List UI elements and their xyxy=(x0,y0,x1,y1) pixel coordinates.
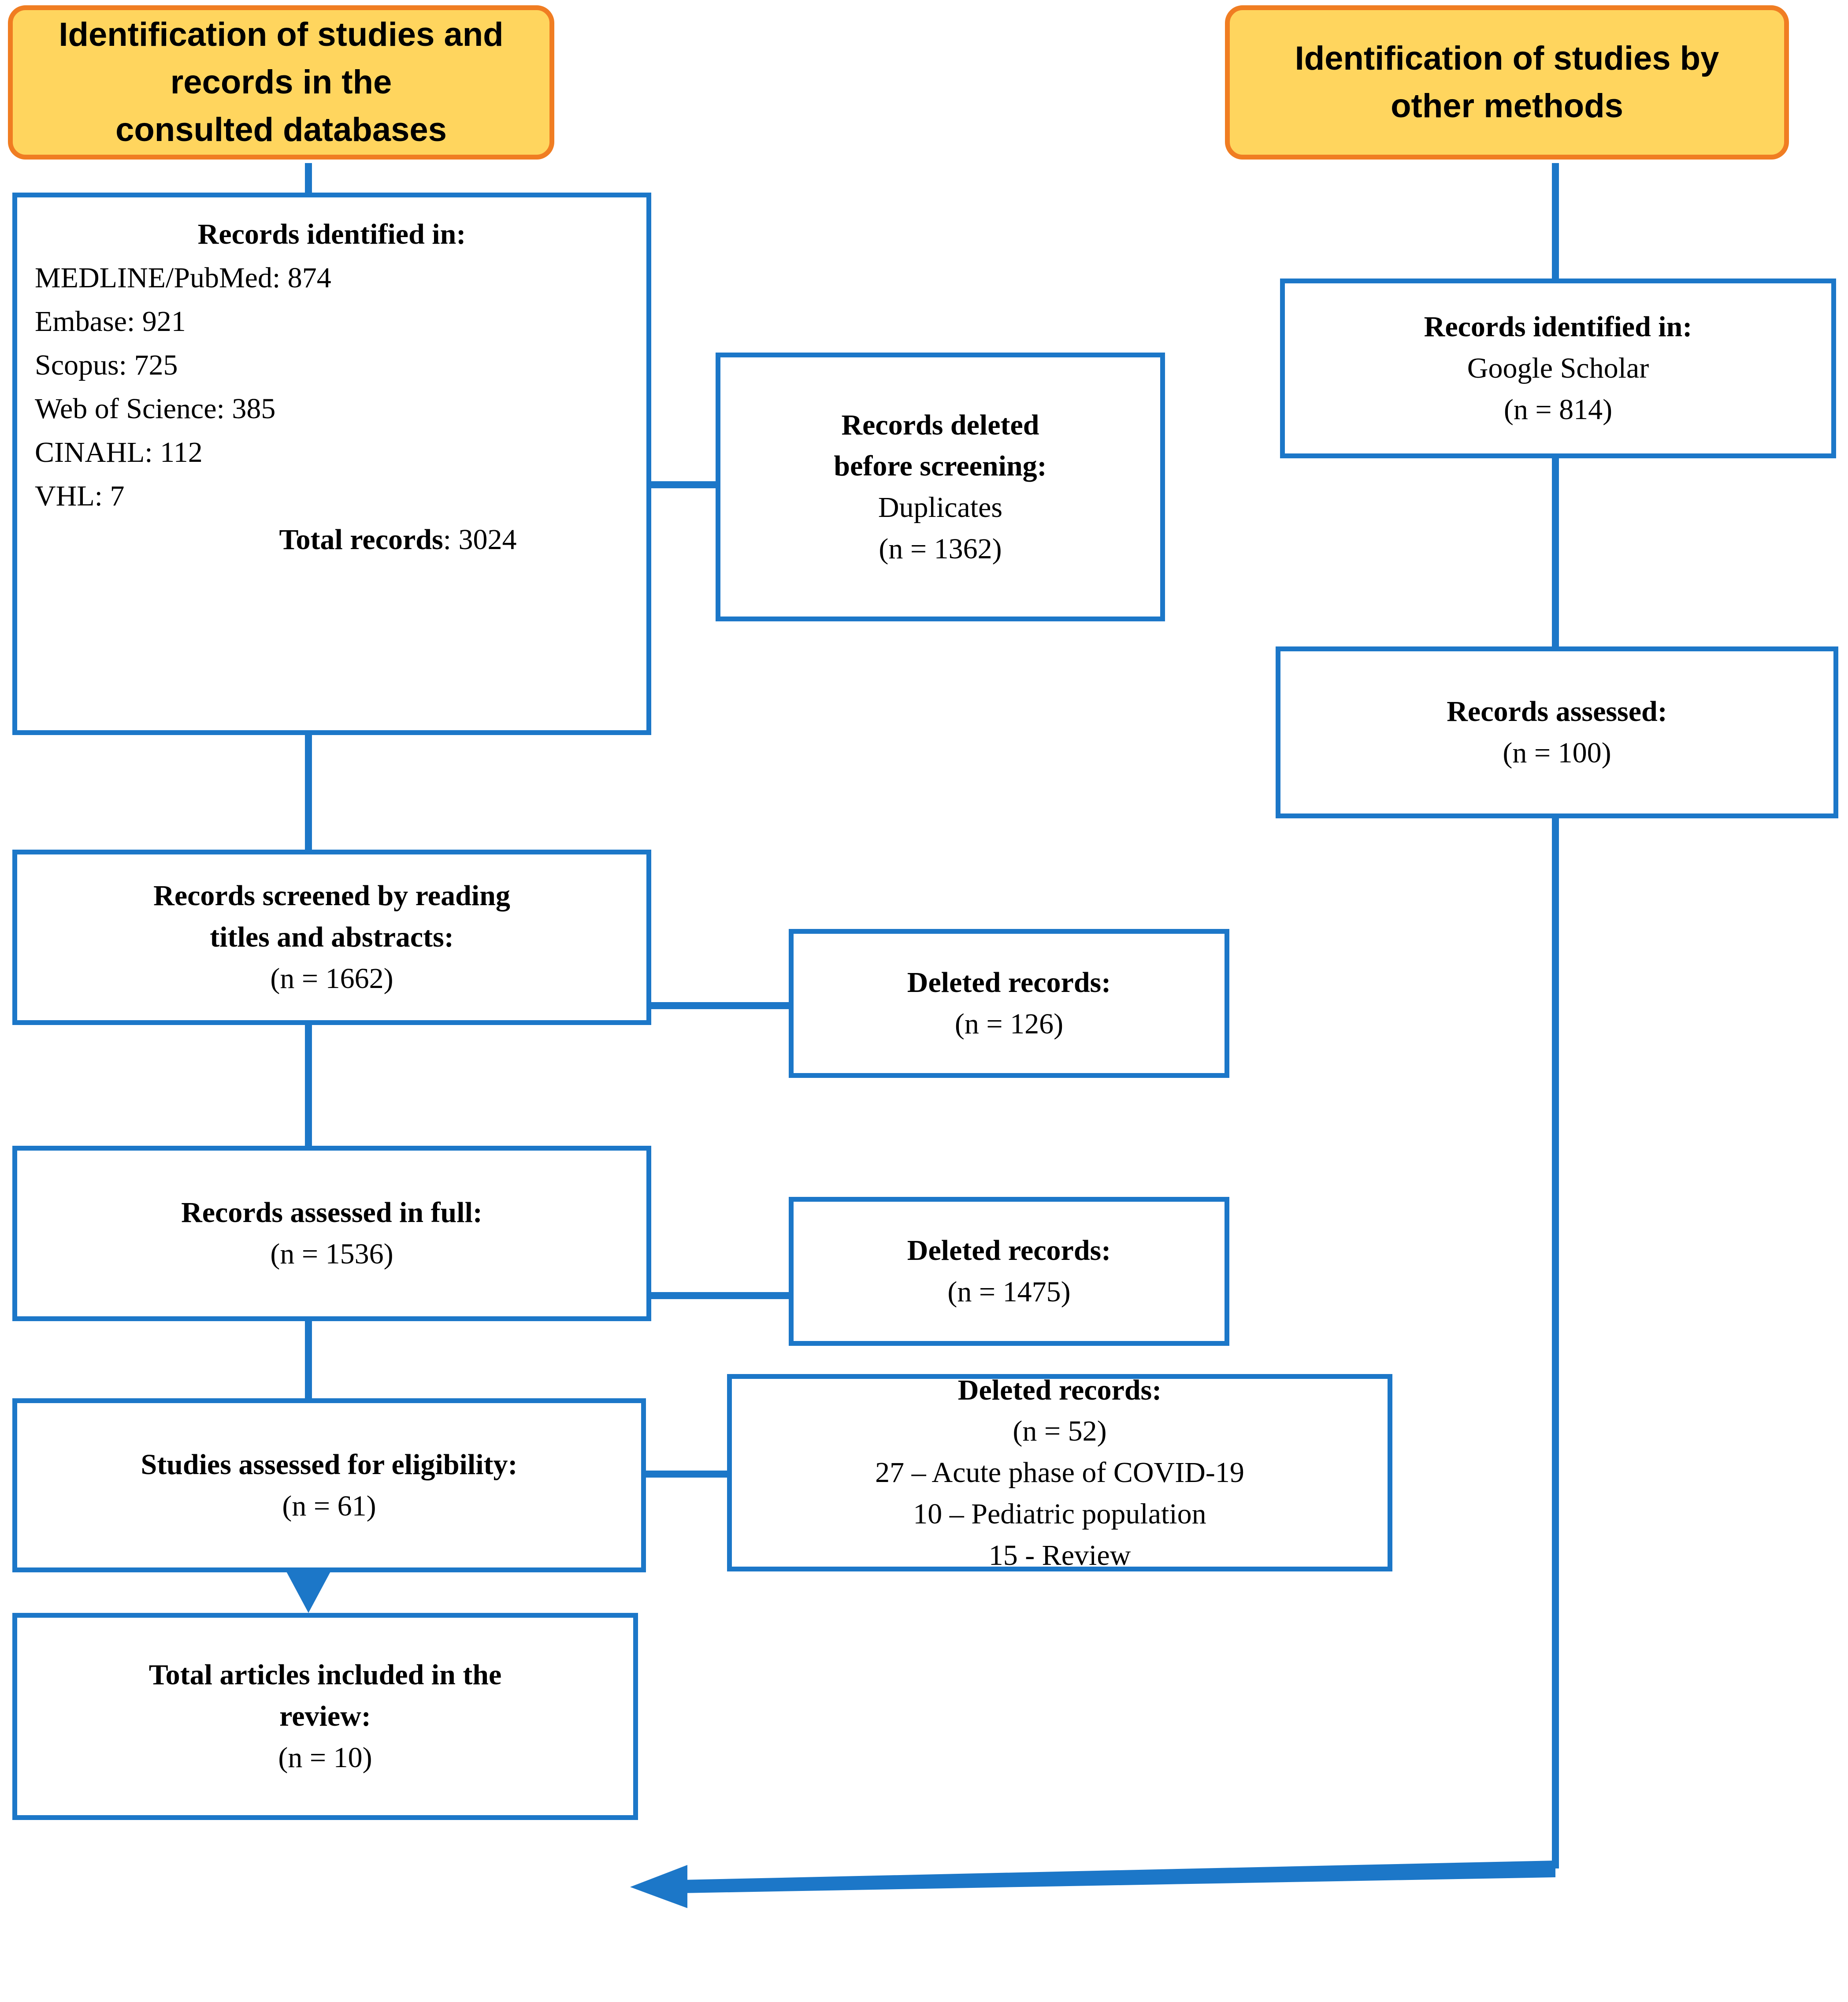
deleted52-reason-3: 15 - Review xyxy=(988,1539,1131,1571)
deleted126-title: Deleted records: xyxy=(907,966,1111,999)
duplicates-line2: before screening: xyxy=(834,450,1047,483)
included-count: (n = 10) xyxy=(278,1741,372,1774)
records-total: Total records: 3024 xyxy=(35,518,695,561)
included-line2: review: xyxy=(279,1700,371,1733)
deleted52-reason-1: 27 – Acute phase of COVID-19 xyxy=(875,1456,1244,1489)
duplicates-line1: Records deleted xyxy=(841,409,1039,441)
box-records-assessed-other-methods: Records assessed: (n = 100) xyxy=(1276,646,1838,818)
source-scopus: Scopus: 725 xyxy=(35,349,178,381)
box-records-identified-databases: Records identified in: MEDLINE/PubMed: 8… xyxy=(12,193,651,735)
box-records-identified-google-scholar: Records identified in: Google Scholar (n… xyxy=(1280,279,1836,458)
source-vhl: VHL: 7 xyxy=(35,480,125,512)
screening-line2: titles and abstracts: xyxy=(210,921,454,954)
deleted52-count: (n = 52) xyxy=(1013,1415,1107,1448)
header-databases: Identification of studies and records in… xyxy=(8,5,554,160)
screening-line1: Records screened by reading xyxy=(153,880,510,912)
deleted52-title: Deleted records: xyxy=(957,1374,1162,1406)
header-other-methods-line1: Identification of studies by xyxy=(1295,40,1719,78)
eligibility-count: (n = 61) xyxy=(282,1489,376,1522)
box-studies-eligibility: Studies assessed for eligibility: (n = 6… xyxy=(12,1398,646,1572)
other-assessed-count: (n = 100) xyxy=(1503,737,1611,769)
deleted1475-title: Deleted records: xyxy=(907,1234,1111,1267)
duplicates-line3: Duplicates xyxy=(878,491,1003,524)
arrow-other-methods-to-included xyxy=(630,1861,1555,1908)
header-other-methods-line2: other methods xyxy=(1391,87,1623,125)
box-deleted-records-eligibility: Deleted records: (n = 52) 27 – Acute pha… xyxy=(727,1374,1392,1571)
header-databases-line2: consulted databases xyxy=(115,111,447,149)
box-records-assessed-full: Records assessed in full: (n = 1536) xyxy=(12,1146,651,1321)
records-identified-title: Records identified in: xyxy=(197,218,466,250)
other-assessed-title: Records assessed: xyxy=(1447,695,1667,728)
records-total-label: Total records xyxy=(279,524,443,556)
google-scholar-count: (n = 814) xyxy=(1503,393,1613,426)
records-total-value: 3024 xyxy=(458,524,517,556)
fulltext-count: (n = 1536) xyxy=(270,1238,393,1270)
box-deleted-records-fulltext: Deleted records: (n = 1475) xyxy=(789,1197,1229,1346)
box-total-included: Total articles included in the review: (… xyxy=(12,1613,638,1820)
header-databases-line1: Identification of studies and records in… xyxy=(59,16,504,101)
google-scholar-title: Records identified in: xyxy=(1424,311,1692,343)
duplicates-count: (n = 1362) xyxy=(879,532,1002,565)
deleted52-reason-2: 10 – Pediatric population xyxy=(913,1497,1206,1530)
fulltext-title: Records assessed in full: xyxy=(181,1196,482,1229)
box-records-screened: Records screened by reading titles and a… xyxy=(12,850,651,1025)
screening-count: (n = 1662) xyxy=(270,962,393,995)
source-cinahl: CINAHL: 112 xyxy=(35,436,203,468)
deleted1475-count: (n = 1475) xyxy=(947,1276,1071,1308)
records-total-sep: : xyxy=(443,524,459,556)
box-duplicates-removed: Records deleted before screening: Duplic… xyxy=(716,353,1165,621)
deleted126-count: (n = 126) xyxy=(954,1008,1064,1040)
source-embase: Embase: 921 xyxy=(35,305,186,338)
google-scholar-source: Google Scholar xyxy=(1467,352,1649,385)
eligibility-title: Studies assessed for eligibility: xyxy=(141,1448,518,1481)
source-medline: MEDLINE/PubMed: 874 xyxy=(35,262,331,294)
source-web-of-science: Web of Science: 385 xyxy=(35,393,276,425)
header-other-methods: Identification of studies by other metho… xyxy=(1225,5,1789,160)
box-deleted-records-screening: Deleted records: (n = 126) xyxy=(789,929,1229,1078)
included-line1: Total articles included in the xyxy=(148,1659,502,1691)
